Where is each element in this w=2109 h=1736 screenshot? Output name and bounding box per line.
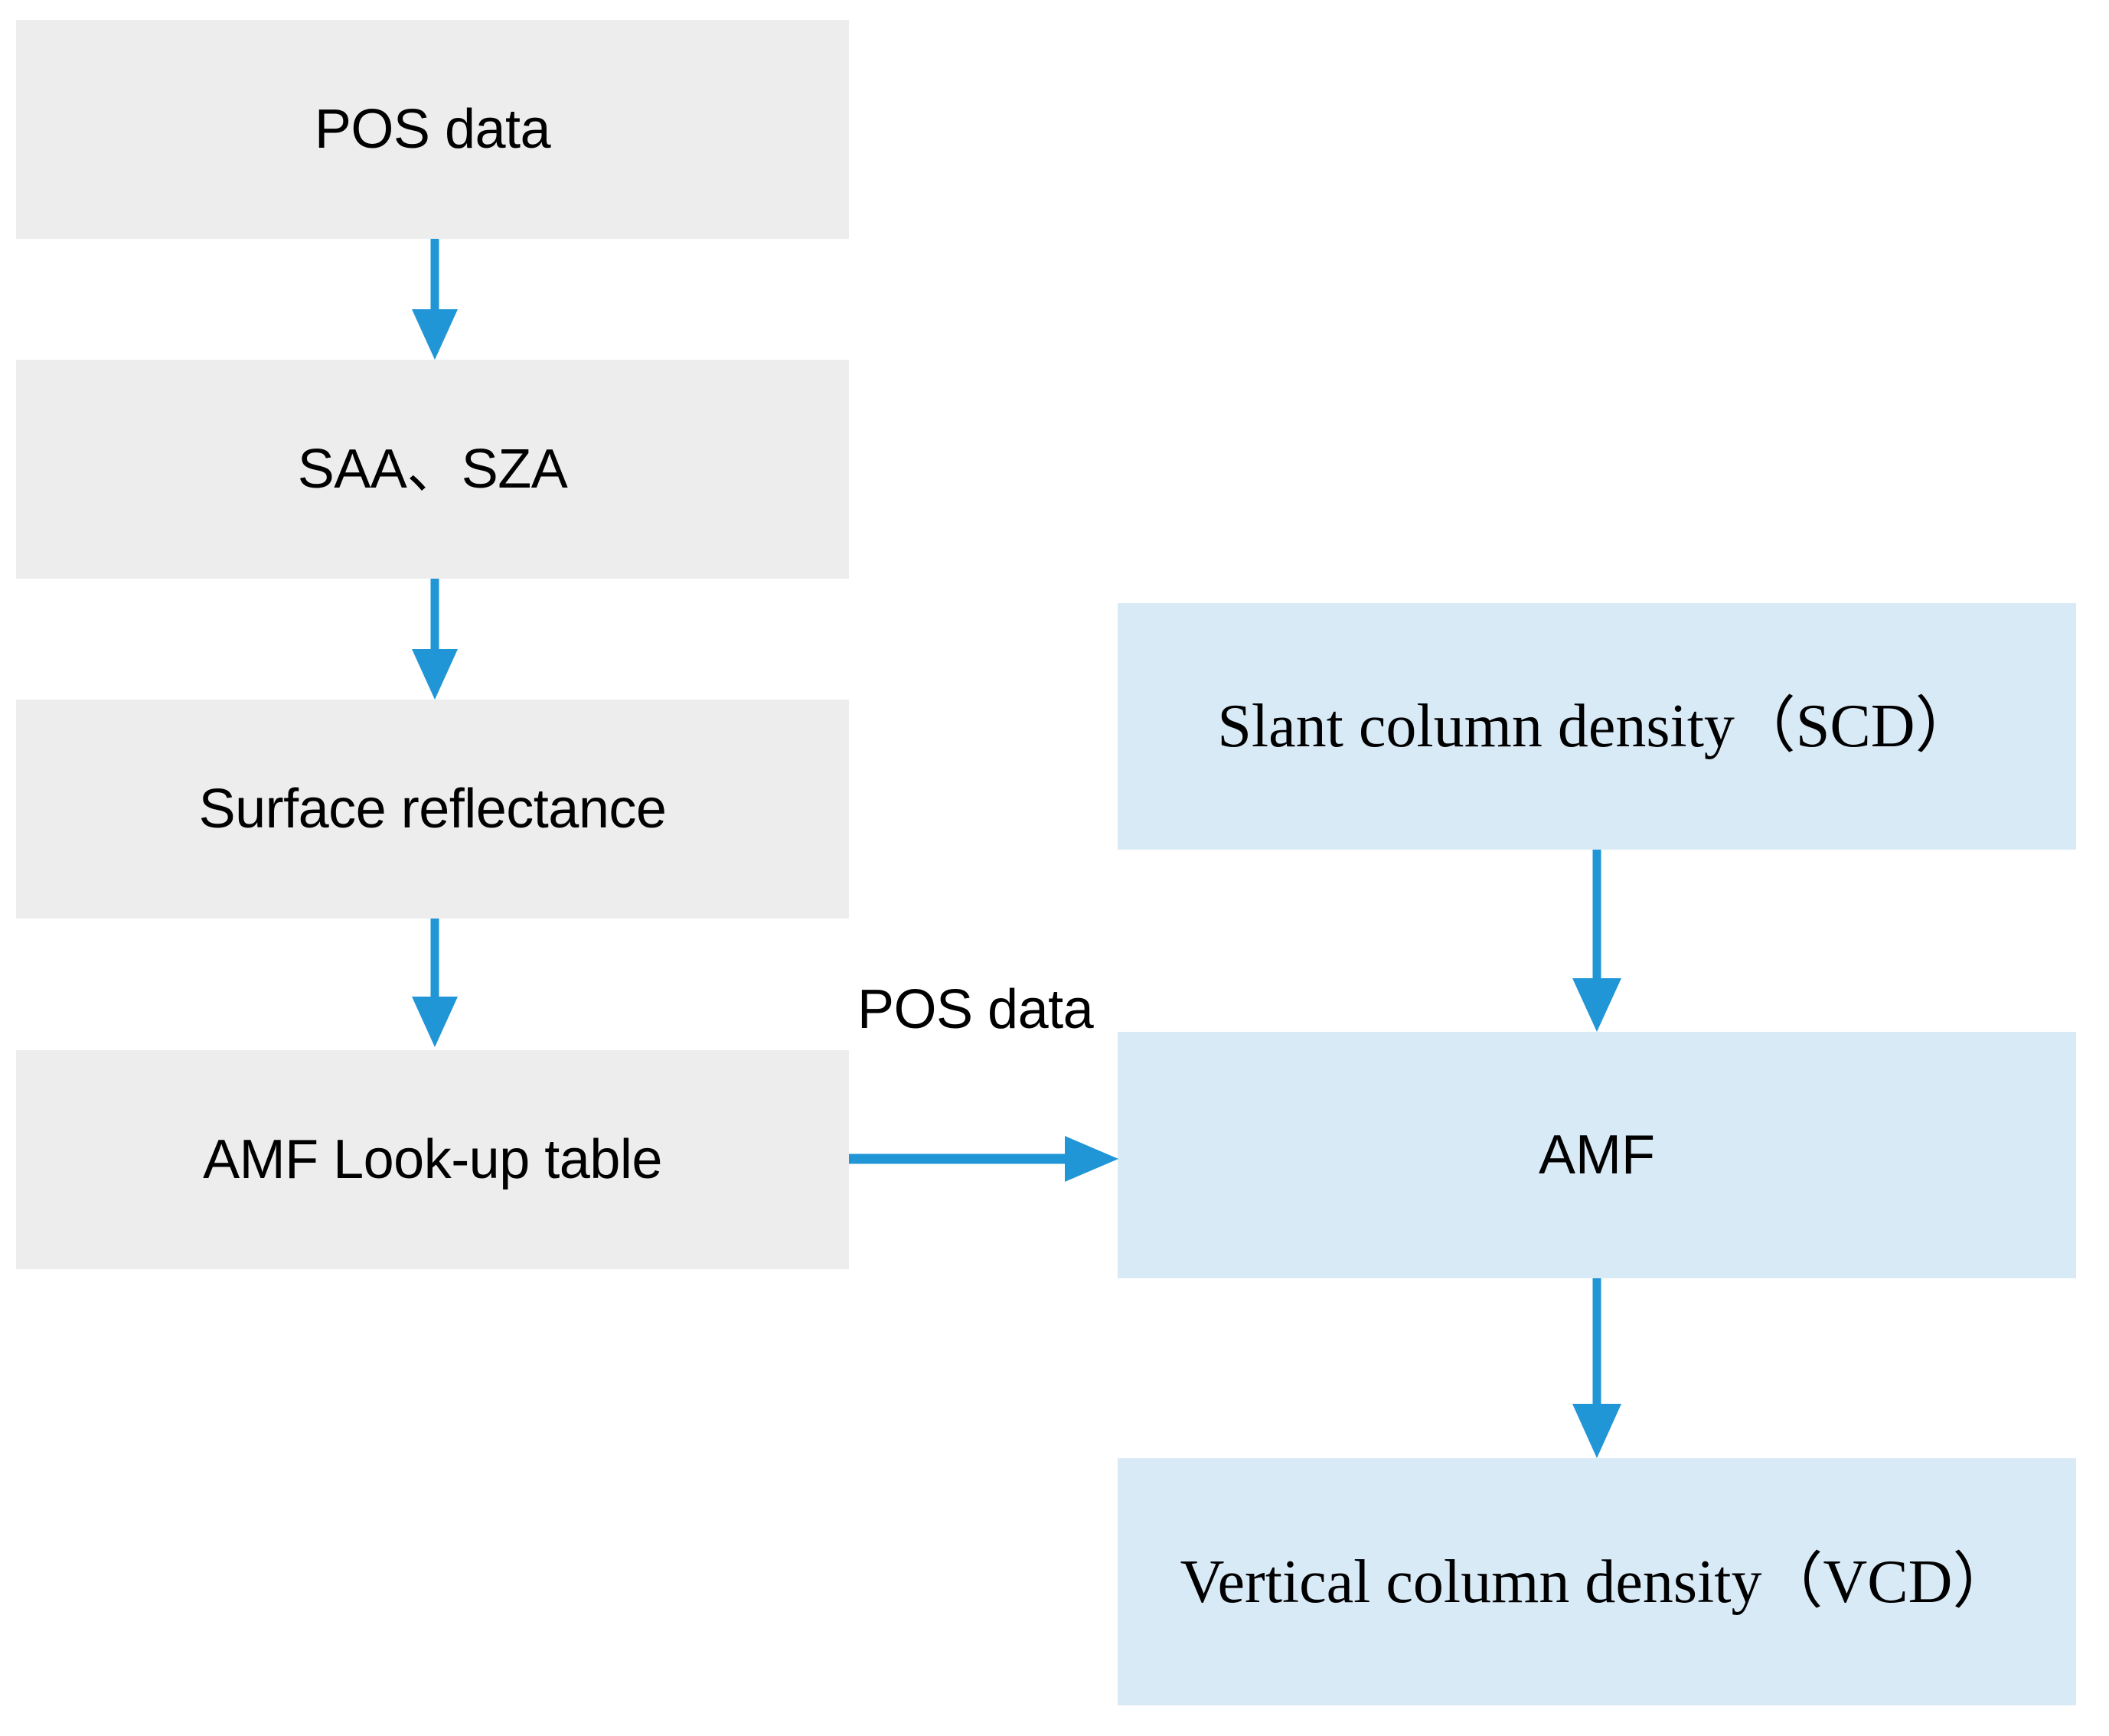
node-surface-reflectance[interactable]: Surface reflectance bbox=[16, 700, 849, 919]
arrow-surface-reflectance-to-amf-look-up-table bbox=[412, 919, 458, 1047]
node-amf-label: AMF bbox=[1539, 1124, 1655, 1186]
arrow-saa-sza-to-surface-reflectance bbox=[412, 579, 458, 700]
node-saa-sza[interactable]: SAA、SZA bbox=[16, 360, 849, 579]
arrow-amf-to-vertical-column-density bbox=[1572, 1278, 1621, 1458]
node-slant-column-density-label: Slant column density（SCD） bbox=[1217, 693, 1977, 760]
arrow-amf-look-up-table-to-amf bbox=[849, 1136, 1118, 1182]
node-slant-column-density[interactable]: Slant column density（SCD） bbox=[1118, 603, 2076, 850]
node-amf-look-up-table-label: AMF Look-up table bbox=[203, 1128, 662, 1190]
node-amf-look-up-table[interactable]: AMF Look-up table bbox=[16, 1050, 849, 1269]
node-saa-sza-label: SAA、SZA bbox=[297, 438, 568, 500]
node-vertical-column-density-label: Vertical column density（VCD） bbox=[1180, 1548, 2014, 1616]
arrow-slant-column-density-to-amf bbox=[1572, 850, 1621, 1032]
node-vertical-column-density[interactable]: Vertical column density（VCD） bbox=[1118, 1458, 2076, 1705]
edge-label-pos-data: POS data bbox=[857, 979, 1094, 1040]
node-amf[interactable]: AMF bbox=[1118, 1032, 2076, 1278]
node-surface-reflectance-label: Surface reflectance bbox=[198, 778, 667, 840]
arrow-pos-data-to-saa-sza bbox=[412, 239, 458, 360]
node-pos-data[interactable]: POS data bbox=[16, 20, 849, 239]
node-pos-data-label: POS data bbox=[314, 98, 551, 160]
